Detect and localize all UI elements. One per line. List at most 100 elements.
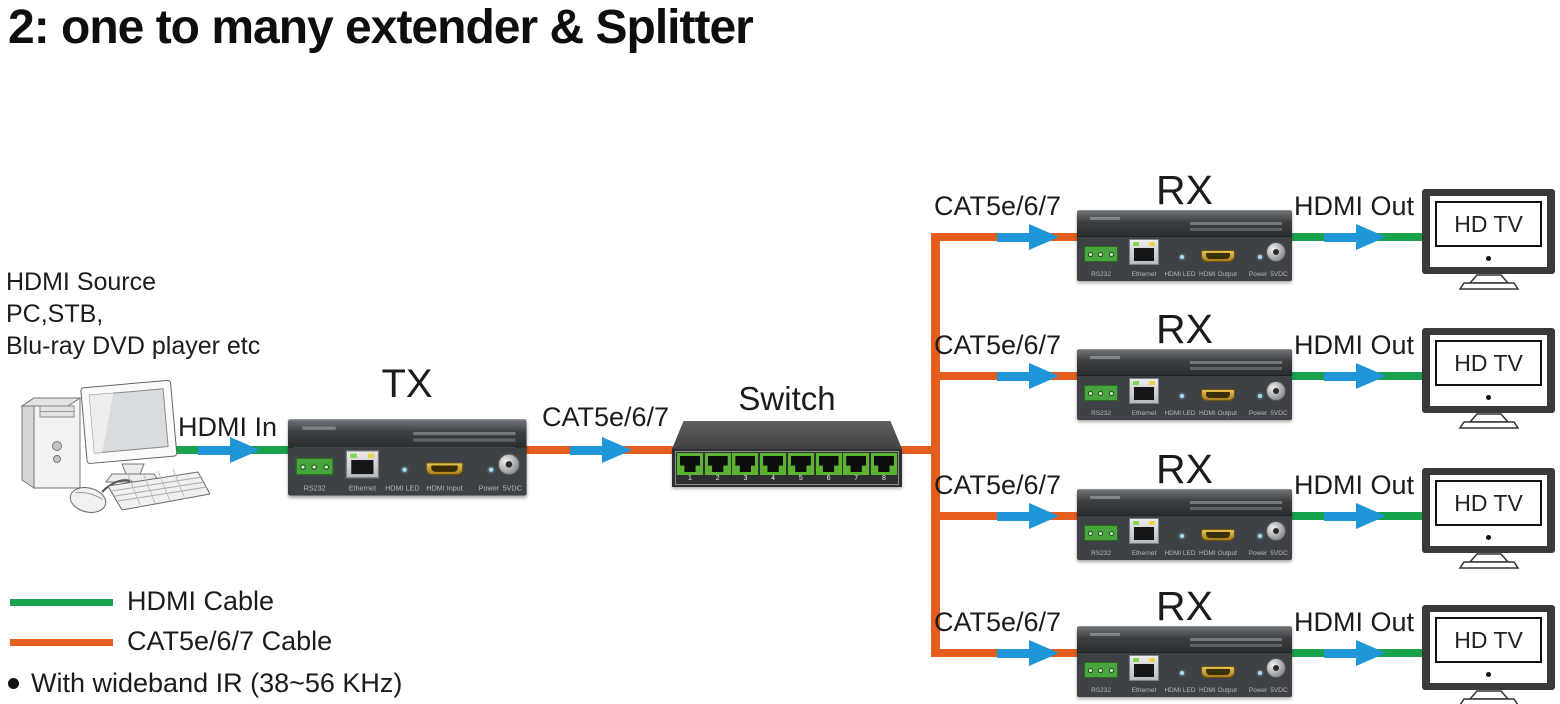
arrow-right-icon <box>997 363 1059 390</box>
switch-port: 4 <box>760 453 787 483</box>
hdmi-source-caption: HDMI Source PC,STB, Blu-ray DVD player e… <box>6 266 260 362</box>
tv-screen: HD TV <box>1435 201 1542 247</box>
rj45-jack-icon <box>870 453 897 475</box>
rx-device-label: RX <box>1156 583 1213 629</box>
arrow-right-icon <box>1324 224 1386 251</box>
tv-panel: HD TV <box>1430 612 1547 683</box>
power-led-icon <box>1258 394 1262 398</box>
tv-bezel: HD TV <box>1422 189 1555 274</box>
hdmi-jack <box>1206 532 1230 538</box>
arrow-right-icon <box>997 503 1059 530</box>
tv-bezel: HD TV <box>1422 468 1555 553</box>
tv-screen: HD TV <box>1435 340 1542 386</box>
port-label-power: Power <box>1248 687 1268 694</box>
tv-stand <box>1458 413 1520 429</box>
rs232-port <box>1084 385 1118 401</box>
device-marking <box>1190 367 1282 370</box>
port-label-ethernet: Ethernet <box>1131 550 1157 557</box>
port-number: 7 <box>854 475 859 482</box>
port-label-hdmi-led: HDMI LED <box>1164 550 1196 557</box>
rx-device-label: RX <box>1156 306 1213 352</box>
arrow-head <box>1356 363 1386 389</box>
ethernet-led-icon <box>1149 242 1155 246</box>
source-line: Blu-ray DVD player etc <box>6 332 261 360</box>
switch-top-panel <box>672 421 902 449</box>
legend-label-hdmi: HDMI Cable <box>127 586 275 616</box>
device-marking <box>1090 356 1120 359</box>
rj45-jack <box>351 460 374 475</box>
port-label-hdmi: HDMI Output <box>1199 687 1237 694</box>
rj45-jack <box>1134 248 1154 261</box>
power-led-icon <box>1258 255 1262 259</box>
tv-bezel: HD TV <box>1422 605 1555 690</box>
hdmi-out-label: HDMI Out <box>1294 191 1415 221</box>
switch-port: 6 <box>815 453 842 483</box>
dc-pin <box>1273 528 1279 534</box>
hdmi-out-label: HDMI Out <box>1294 607 1415 637</box>
arrow-head <box>1029 363 1059 389</box>
device-top-panel <box>1077 626 1292 652</box>
switch-port: 2 <box>704 453 731 483</box>
port-label-ethernet: Ethernet <box>1131 410 1157 417</box>
tx-device: RS232 Ethernet HDMI LED HDMI Input Power… <box>288 419 527 496</box>
cat-cable-label: CAT5e/6/7 <box>934 470 1062 500</box>
arrow-right-icon <box>997 640 1059 667</box>
power-led-icon <box>1258 534 1262 538</box>
device-marking <box>1190 507 1282 510</box>
arrow-head <box>1029 224 1059 250</box>
tv-screen: HD TV <box>1435 617 1542 663</box>
hd-tv: HD TV <box>1422 189 1555 292</box>
rj45-jack <box>1134 664 1154 677</box>
port-label-hdmi: HDMI Input <box>426 484 463 493</box>
cat-cable-label: CAT5e/6/7 <box>934 330 1062 360</box>
port-label-dc: 5VDC <box>1270 550 1288 557</box>
rs232-pin <box>1098 390 1104 396</box>
switch-port: 3 <box>732 453 759 483</box>
port-label-power: Power <box>1248 271 1268 278</box>
hdmi-port <box>1201 529 1235 541</box>
device-top-panel <box>1077 489 1292 515</box>
port-number: 3 <box>743 475 748 482</box>
tv-stand <box>1459 690 1519 704</box>
rs232-pin <box>1109 390 1115 396</box>
switch-port: 7 <box>843 453 870 483</box>
device-front-panel: RS232 Ethernet HDMI LED HDMI Output Powe… <box>1077 236 1292 281</box>
port-label-rs232: RS232 <box>1091 550 1111 557</box>
port-number: 8 <box>881 475 886 482</box>
arrow-shaft <box>997 649 1031 658</box>
ethernet-led-icon <box>350 453 357 458</box>
device-marking <box>1190 501 1282 504</box>
port-label-ethernet: Ethernet <box>1131 687 1157 694</box>
device-top-panel <box>1077 349 1292 375</box>
hdmi-led-icon <box>1180 255 1184 259</box>
port-label-power: Power <box>1248 410 1268 417</box>
rj45-jack-icon <box>704 453 731 475</box>
cat-cable-label: CAT5e/6/7 <box>934 191 1062 221</box>
dc-pin <box>1273 388 1279 394</box>
ethernet-port <box>1129 239 1159 265</box>
ethernet-port <box>1129 378 1159 404</box>
arrow-head <box>602 437 632 463</box>
arrow-shaft <box>997 233 1031 242</box>
legend-swatch-cat <box>10 639 113 646</box>
rs232-pin <box>1087 251 1093 257</box>
port-label-hdmi-led: HDMI LED <box>1164 410 1196 417</box>
hdmi-jack <box>1206 669 1230 675</box>
switch-label: Switch <box>738 380 836 417</box>
tv-bezel: HD TV <box>1422 328 1555 413</box>
rs232-pin <box>1109 667 1115 673</box>
port-label-ethernet: Ethernet <box>1131 271 1157 278</box>
device-marking <box>1190 228 1282 231</box>
port-label-hdmi-led: HDMI LED <box>1164 271 1196 278</box>
hdmi-led-icon <box>1180 394 1184 398</box>
device-top-panel <box>1077 210 1292 236</box>
wideband-ir-note: With wideband IR (38~56 KHz) <box>8 668 402 699</box>
hdmi-port <box>425 462 464 476</box>
rs232-port <box>1084 525 1118 541</box>
tv-panel: HD TV <box>1430 196 1547 267</box>
extender-device: RS232 Ethernet HDMI LED HDMI Input Power… <box>288 419 527 496</box>
hdmi-out-label: HDMI Out <box>1294 470 1415 500</box>
port-label-dc: 5VDC <box>1270 410 1288 417</box>
port-label-hdmi-led: HDMI LED <box>385 484 420 493</box>
